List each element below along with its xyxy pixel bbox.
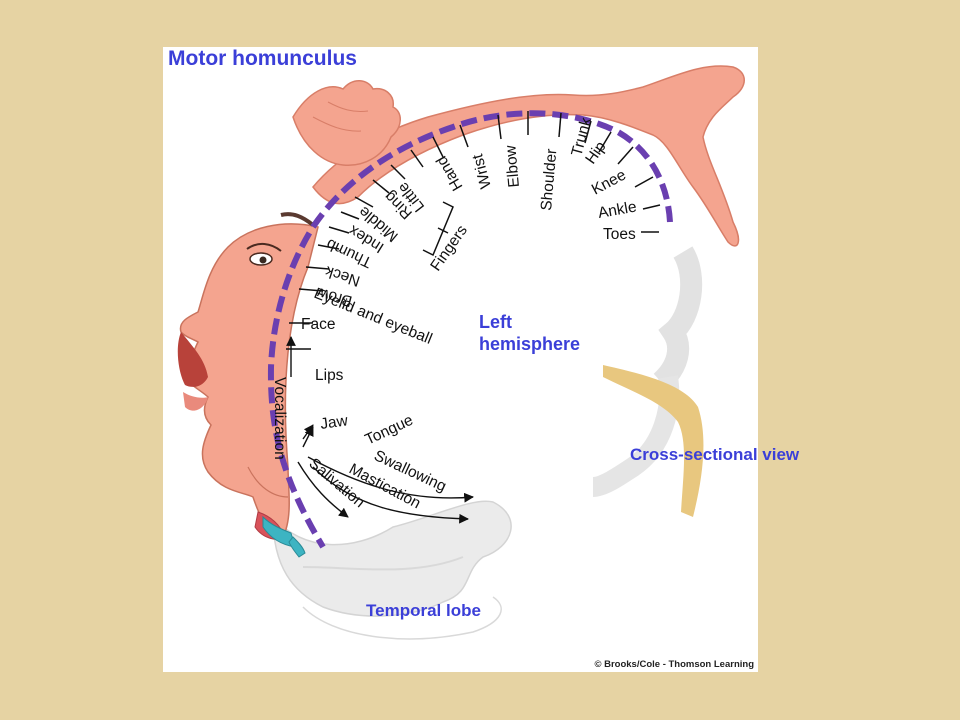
label-vocalization: Vocalization — [271, 377, 288, 460]
cross-sectional-view-label: Cross-sectional view — [630, 445, 800, 464]
fingers-bracket — [422, 201, 454, 257]
label-ankle: Ankle — [597, 198, 638, 221]
copyright-notice: © Brooks/Cole - Thomson Learning — [594, 659, 754, 670]
label-tongue: Tongue — [363, 412, 416, 449]
page-title: Motor homunculus — [168, 47, 357, 70]
figure-panel: Toes Ankle Knee Hip Trunk Shoulder Elbow… — [163, 47, 758, 672]
label-tick-marks — [286, 111, 661, 350]
left-hemisphere-line1: Left — [479, 312, 512, 332]
temporal-lobe-label: Temporal lobe — [366, 601, 481, 620]
label-lips: Lips — [315, 367, 344, 384]
label-face: Face — [301, 316, 335, 333]
label-elbow: Elbow — [502, 144, 523, 188]
left-hemisphere-line2: hemisphere — [479, 334, 581, 354]
left-hemisphere-label: Left hemisphere — [479, 311, 580, 355]
cross-section-thumbnail — [603, 365, 704, 517]
label-toes: Toes — [603, 226, 636, 243]
label-jaw: Jaw — [319, 412, 349, 433]
label-arrows — [286, 336, 474, 524]
homunculus-diagram: Toes Ankle Knee Hip Trunk Shoulder Elbow… — [177, 65, 745, 640]
motor-cortex-band — [267, 110, 673, 549]
brain-section — [272, 100, 703, 640]
label-shoulder: Shoulder — [538, 148, 560, 211]
